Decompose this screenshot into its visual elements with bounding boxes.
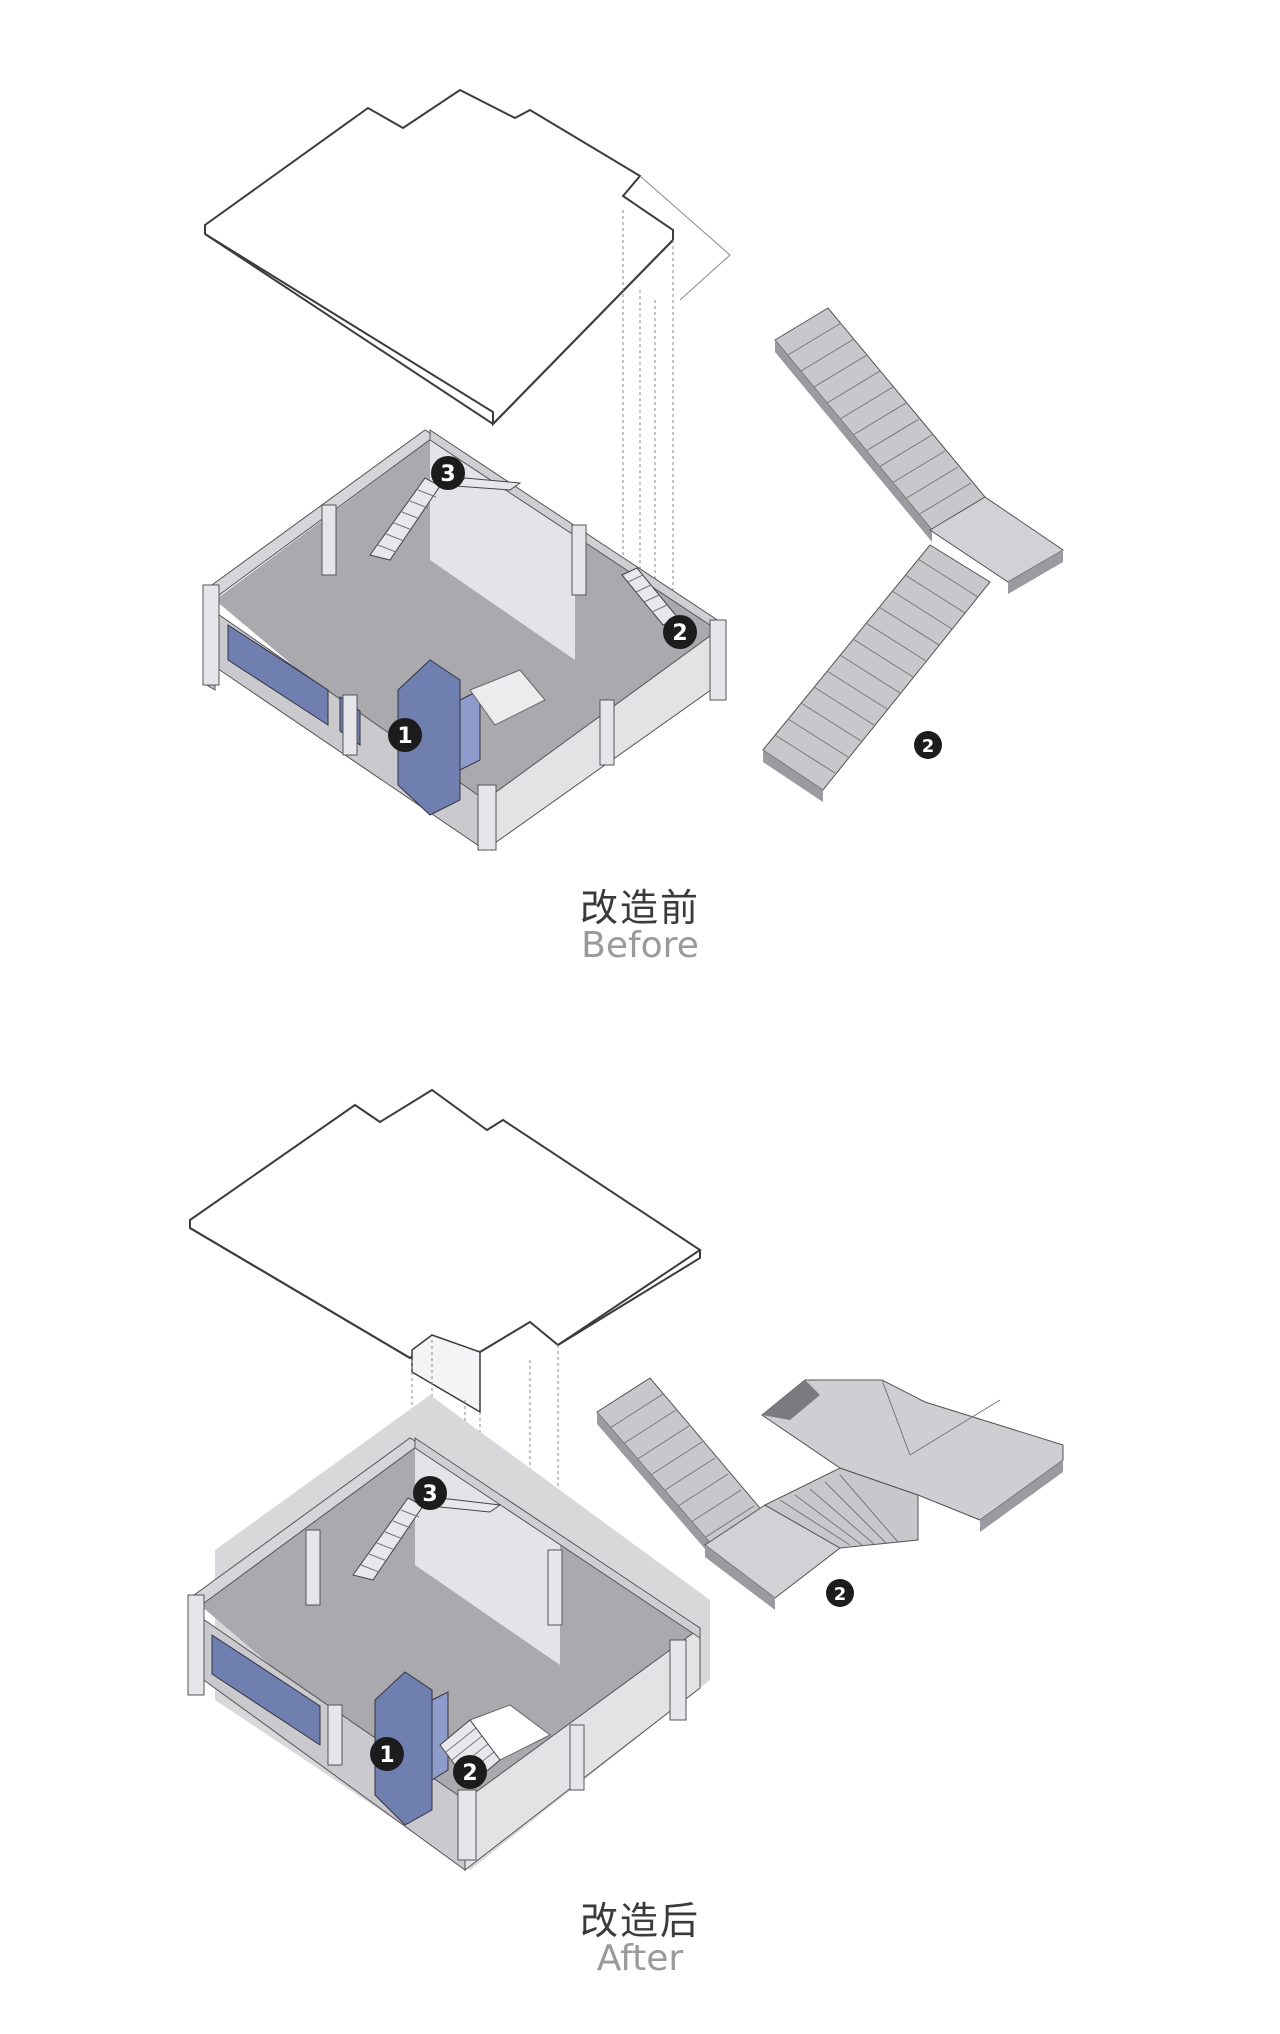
before-marker-2: 2 — [663, 615, 697, 649]
after-stair-detail: 2 — [596, 1377, 1064, 1610]
before-stair-detail: 2 — [762, 307, 1064, 802]
svg-text:1: 1 — [379, 1743, 394, 1768]
after-marker-3: 3 — [413, 1476, 447, 1510]
svg-text:3: 3 — [440, 462, 455, 487]
after-panel: 1 2 3 — [0, 1000, 1280, 2034]
svg-text:1: 1 — [397, 724, 412, 749]
after-roof-slab — [189, 1088, 702, 1414]
before-caption-en: Before — [581, 925, 699, 966]
svg-text:3: 3 — [422, 1482, 437, 1507]
after-marker-1: 1 — [370, 1737, 404, 1771]
before-projection-lines — [622, 210, 674, 700]
before-marker-3: 3 — [431, 456, 465, 490]
svg-text:2: 2 — [834, 1584, 847, 1605]
before-roof-slab — [204, 88, 731, 427]
before-axonometric-diagram: 1 2 3 — [202, 88, 1064, 851]
before-stair-detail-marker: 2 — [914, 731, 942, 759]
svg-text:2: 2 — [922, 736, 935, 757]
before-marker-1: 1 — [388, 718, 422, 752]
before-caption-cn: 改造前 — [579, 886, 700, 930]
after-caption-en: After — [596, 1938, 684, 1979]
before-panel: 1 2 3 — [0, 0, 1280, 1000]
after-marker-2: 2 — [453, 1755, 487, 1789]
after-axonometric-diagram: 1 2 3 — [187, 1088, 1064, 1872]
svg-text:2: 2 — [462, 1761, 477, 1786]
after-floor-plate — [187, 1437, 701, 1872]
svg-text:2: 2 — [672, 621, 687, 646]
after-stair-detail-marker: 2 — [826, 1579, 854, 1607]
before-floor-plate — [202, 429, 727, 851]
after-caption-cn: 改造后 — [579, 1899, 700, 1943]
